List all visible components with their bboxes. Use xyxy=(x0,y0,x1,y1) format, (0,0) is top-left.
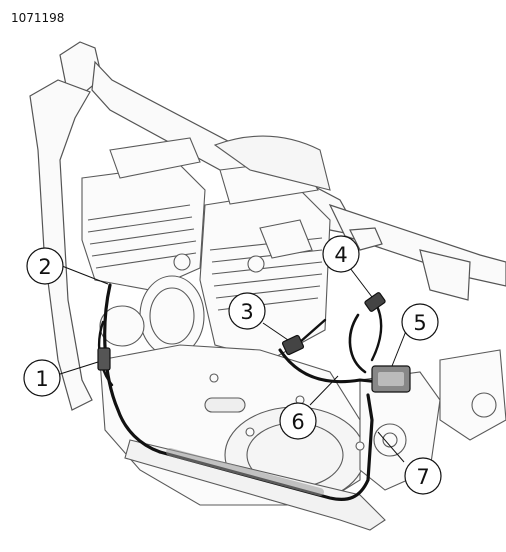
callout-7-label: 7 xyxy=(416,465,429,489)
connector-4 xyxy=(364,292,386,312)
connector-1 xyxy=(97,347,111,371)
callout-1: 1 xyxy=(23,359,61,397)
callout-3: 3 xyxy=(228,292,266,330)
engine xyxy=(81,135,506,531)
callout-4-label: 4 xyxy=(334,243,347,267)
callout-5-label: 5 xyxy=(413,311,426,335)
callout-7: 7 xyxy=(404,457,442,495)
leader-lines xyxy=(59,265,407,463)
callout-3-label: 3 xyxy=(240,300,253,324)
figure-id: 1071198 xyxy=(11,11,65,25)
callout-1-label: 1 xyxy=(35,367,48,391)
callout-2-label: 2 xyxy=(38,255,51,279)
callout-4: 4 xyxy=(322,235,360,273)
callout-6-label: 6 xyxy=(291,410,304,434)
callout-6: 6 xyxy=(279,402,317,440)
callout-5: 5 xyxy=(401,303,439,341)
callout-2: 2 xyxy=(26,247,64,285)
